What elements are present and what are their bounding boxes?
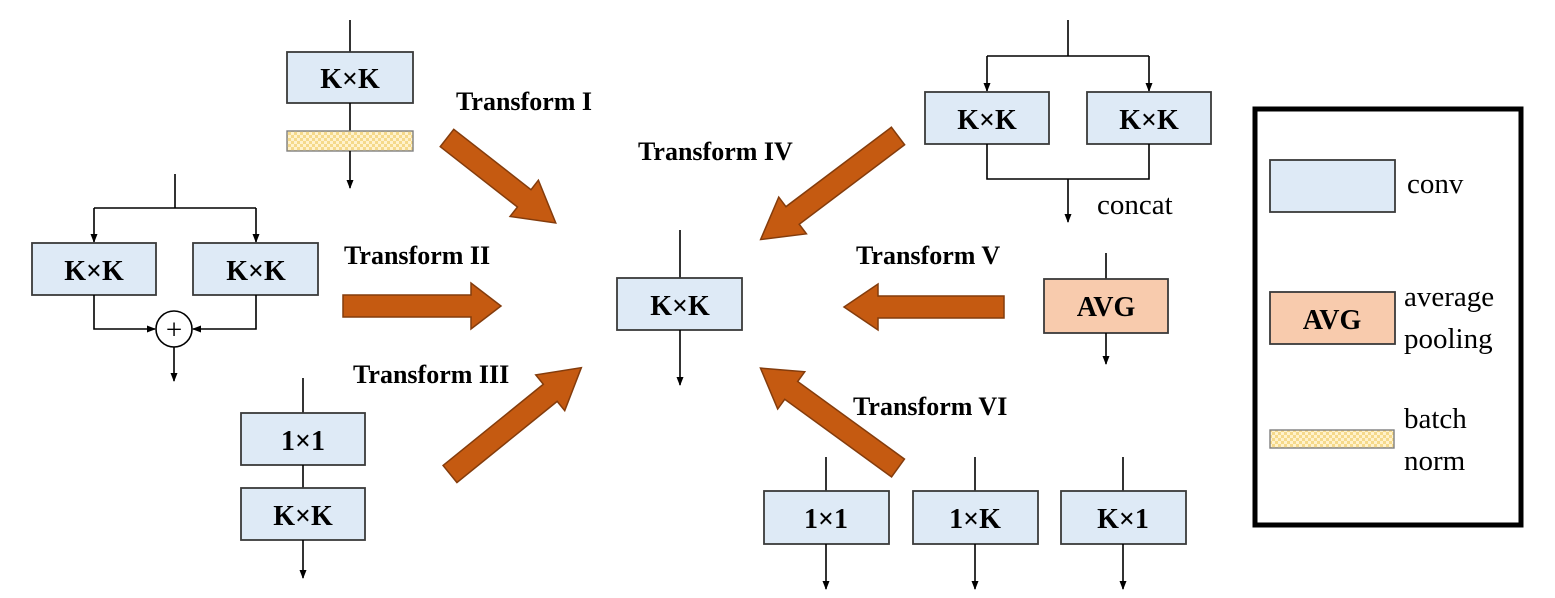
label-transform-5: Transform V [856, 241, 1000, 270]
label-transform-1: Transform I [456, 87, 592, 116]
conv-box-label: K×K [320, 64, 380, 95]
add-symbol: + [166, 314, 182, 346]
arrow-transform-5 [842, 282, 1005, 332]
legend-conv-label: conv [1407, 168, 1464, 200]
legend-bn-swatch [1269, 429, 1395, 449]
transform-arrows [342, 126, 1005, 484]
conv-box-kk [924, 91, 1050, 145]
concat-label: concat [1097, 189, 1173, 221]
arrow-transform-6 [759, 367, 906, 478]
conv-box-kk [192, 242, 319, 296]
avg-pool-box [1043, 278, 1169, 334]
group-transform-5: AVG [1043, 253, 1169, 365]
legend-conv-swatch [1269, 159, 1396, 213]
arrow-transform-1 [439, 128, 557, 224]
legend-avg-label-line2: pooling [1404, 323, 1493, 355]
arrow-transform-2 [342, 281, 503, 331]
conv-box-kk [240, 487, 366, 541]
conv-box-kk [31, 242, 157, 296]
group-center: K×K [616, 230, 743, 386]
arrow-transform-4 [759, 126, 906, 241]
legend-avg-swatch [1269, 291, 1396, 345]
conv-box-label: K×1 [1097, 504, 1149, 535]
legend-avg-box-label: AVG [1303, 305, 1362, 336]
label-transform-2: Transform II [344, 241, 490, 270]
conv-box-label: K×K [64, 256, 124, 287]
conv-box-1x1 [240, 412, 366, 466]
legend-bn-label-line1: batch [1404, 403, 1467, 435]
legend-avg-label-line1: average [1404, 281, 1494, 313]
label-transform-4: Transform IV [638, 137, 793, 166]
conv-box-1x1 [763, 490, 890, 545]
conv-box-label: 1×1 [281, 426, 325, 457]
conv-box-label: 1×K [949, 504, 1001, 535]
group-transform-4: K×K K×K concat [924, 20, 1212, 223]
conv-box-1xk [912, 490, 1039, 545]
legend: conv AVG average pooling batch norm [1252, 106, 1524, 528]
conv-box-label: K×K [957, 105, 1017, 136]
conv-box-kx1 [1060, 490, 1187, 545]
group-transform-3: 1×1 K×K [240, 378, 366, 579]
conv-box-label: K×K [273, 501, 333, 532]
label-transform-3: Transform III [353, 360, 509, 389]
avg-box-label: AVG [1077, 292, 1136, 323]
group-transform-2: K×K K×K + [31, 174, 319, 382]
conv-box-kk [1086, 91, 1212, 145]
conv-box-label: 1×1 [804, 504, 848, 535]
conv-box-label: K×K [650, 291, 710, 322]
batch-norm-box [286, 130, 414, 152]
group-transform-1: K×K [286, 20, 414, 189]
conv-box-label: K×K [1119, 105, 1179, 136]
label-transform-6: Transform VI [853, 392, 1007, 421]
group-transform-6: 1×1 1×K K×1 [763, 457, 1187, 590]
conv-box-label: K×K [226, 256, 286, 287]
legend-bn-label-line2: norm [1404, 445, 1466, 477]
arrow-transform-3 [442, 366, 583, 484]
